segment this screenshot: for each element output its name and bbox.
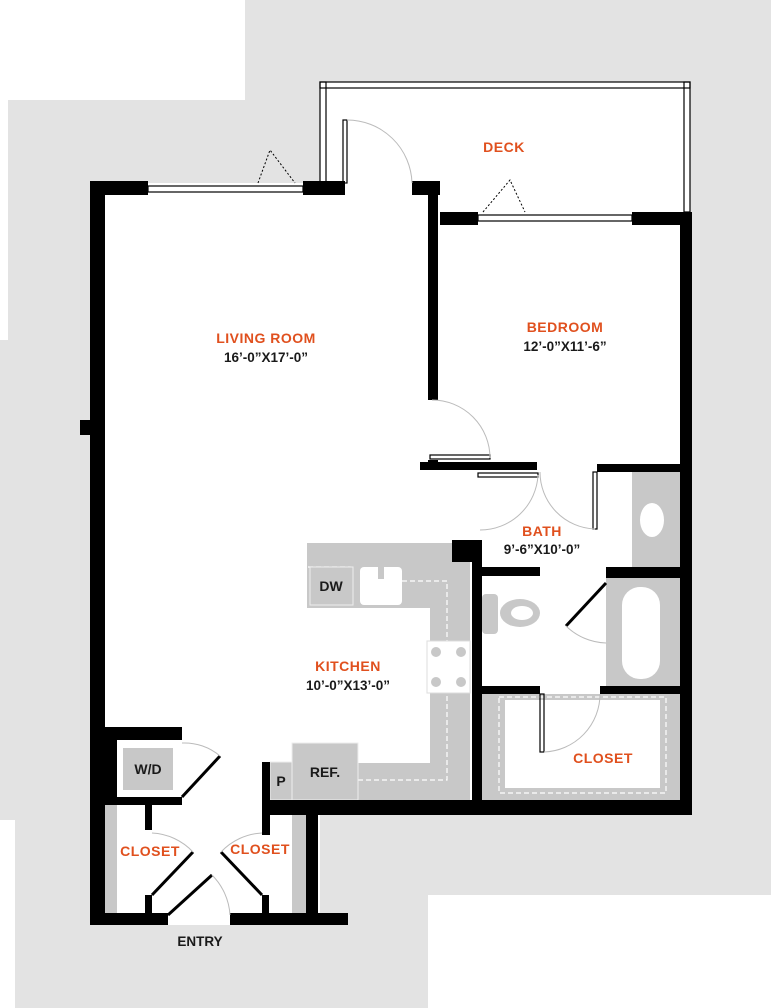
refrigerator [291,742,359,801]
bathroom-sink [640,503,664,537]
living-window [147,185,304,193]
entry-closet-right-label: CLOSET [230,841,290,857]
entry-label: ENTRY [177,934,222,949]
entry-closet-left-label: CLOSET [120,843,180,859]
tub-basin [622,587,660,679]
closet-shelf-right [292,815,306,915]
bedroom-label: BEDROOM [527,319,604,335]
bath-closet-label: CLOSET [573,750,633,766]
bath-closet-shelf [482,694,690,808]
bath-label: BATH [522,523,562,539]
refrigerator-label: REF. [310,764,340,780]
dishwasher [309,566,354,606]
deck-label: DECK [483,139,525,155]
pantry-label: P [276,773,285,789]
bath-dimensions: 9’-6”X10’-0” [504,542,581,557]
walls [80,181,692,925]
toilet [482,594,540,634]
living-room-label: LIVING ROOM [216,330,316,346]
washer-dryer-label: W/D [134,761,161,777]
washer-dryer [123,748,173,790]
kitchen-dimensions: 10’-0”X13’-0” [306,678,390,693]
dishwasher-label: DW [319,578,343,594]
closet-shelf-left [105,805,117,915]
kitchen-label: KITCHEN [315,658,381,674]
stove [426,640,471,694]
kitchen-sink [360,565,402,605]
bedroom-window [477,214,633,222]
bedroom-dimensions: 12’-0”X11’-6” [523,339,606,354]
living-room-dimensions: 16’-0”X17’-0” [224,350,308,365]
doors [150,119,608,917]
